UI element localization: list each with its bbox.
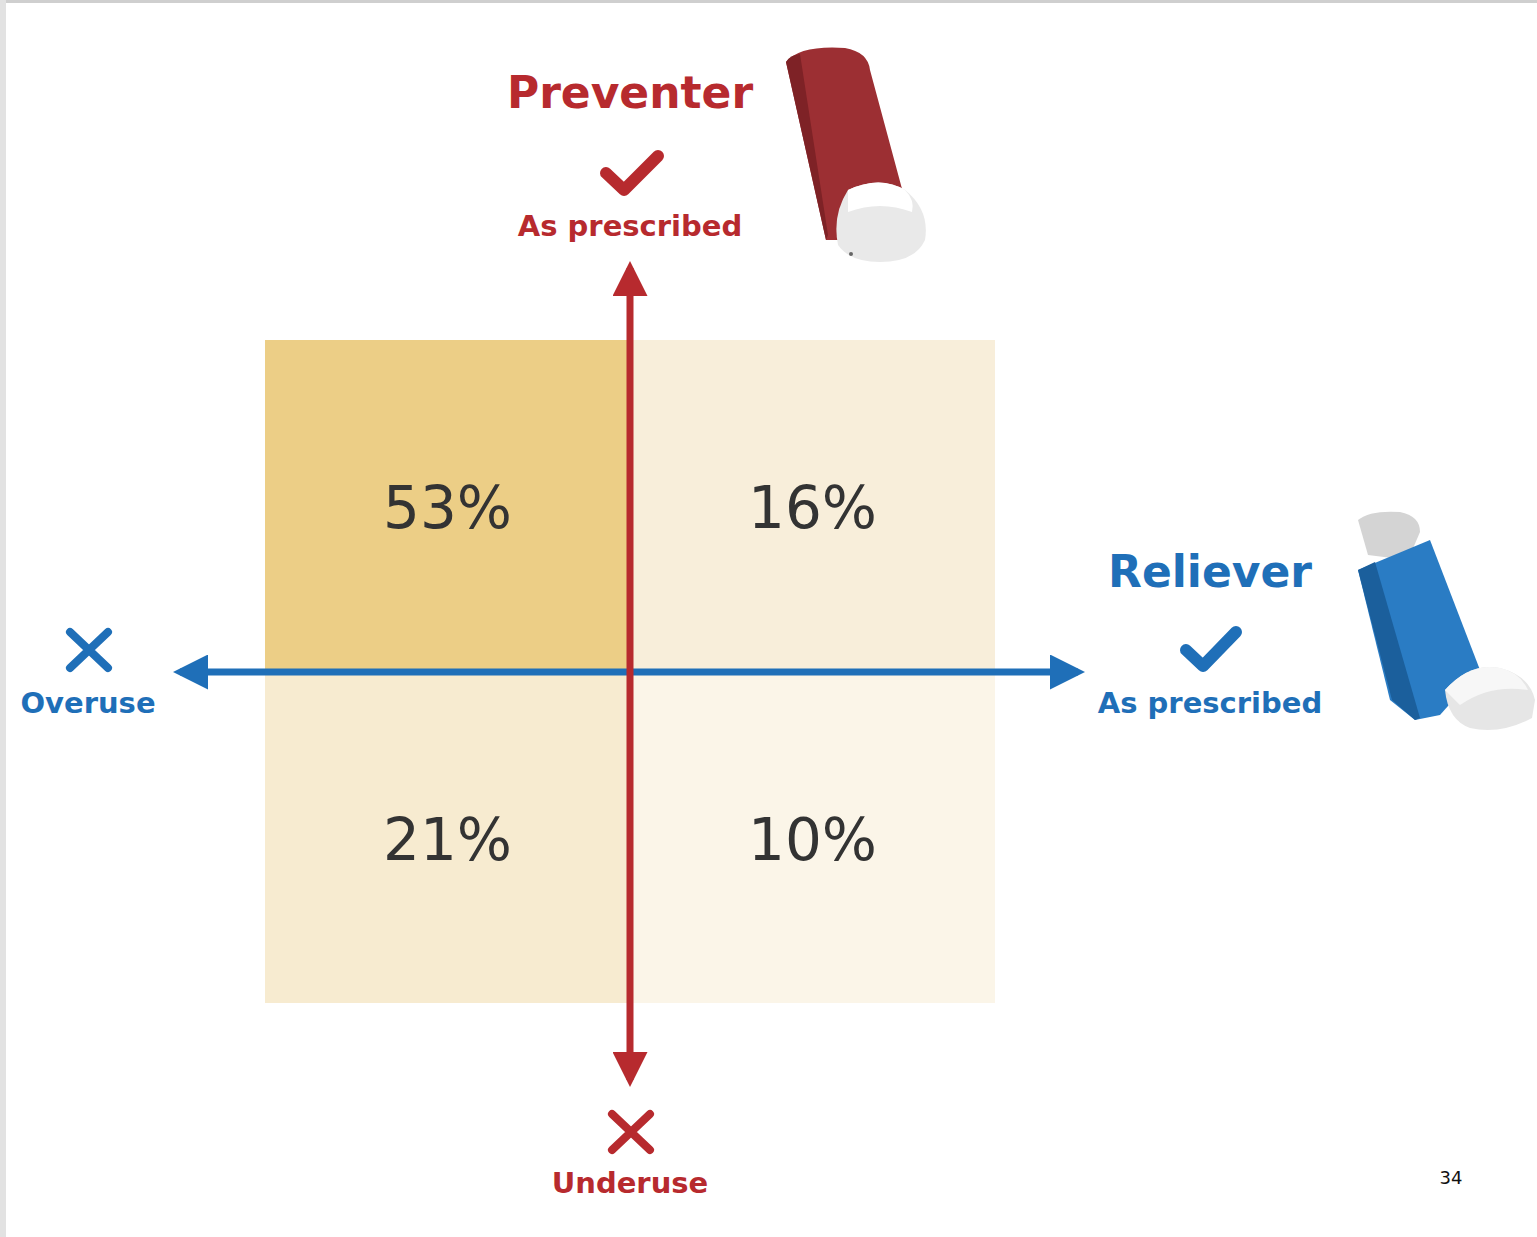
quadrant-fill bbox=[630, 340, 995, 672]
frame-edge bbox=[0, 0, 6, 1237]
axis-end-label: Underuse bbox=[552, 1166, 709, 1200]
page-number: 34 bbox=[1440, 1167, 1463, 1188]
axis-title: Reliever bbox=[1108, 546, 1312, 597]
percentage-value: 53% bbox=[383, 474, 512, 542]
quadrant-box: 10% bbox=[630, 672, 995, 1003]
reliever-inhaler bbox=[1358, 512, 1535, 730]
quadrant-box: 21% bbox=[265, 672, 630, 1003]
quadrant-fill bbox=[265, 672, 630, 1003]
preventer-inhaler bbox=[786, 48, 926, 262]
cross-mark bbox=[70, 632, 108, 668]
quadrant-box: 53% bbox=[265, 340, 630, 672]
preventer-axis bbox=[627, 268, 634, 1080]
percentage-value: 21% bbox=[383, 806, 512, 874]
axis-end-label: As prescribed bbox=[518, 209, 742, 243]
quadrant-fill bbox=[265, 340, 630, 672]
quadrant-fill bbox=[630, 672, 995, 1003]
axis-end-label: Overuse bbox=[20, 686, 155, 720]
percentage-value: 16% bbox=[748, 474, 877, 542]
axis-end-label: As prescribed bbox=[1098, 686, 1322, 720]
quadrant-box: 16% bbox=[630, 340, 995, 672]
check-mark bbox=[606, 156, 658, 190]
check-mark bbox=[1186, 632, 1236, 666]
frame-edge bbox=[0, 0, 1537, 3]
cross-mark bbox=[612, 1114, 650, 1150]
axis-title: Preventer bbox=[507, 67, 753, 118]
percentage-value: 10% bbox=[748, 806, 877, 874]
